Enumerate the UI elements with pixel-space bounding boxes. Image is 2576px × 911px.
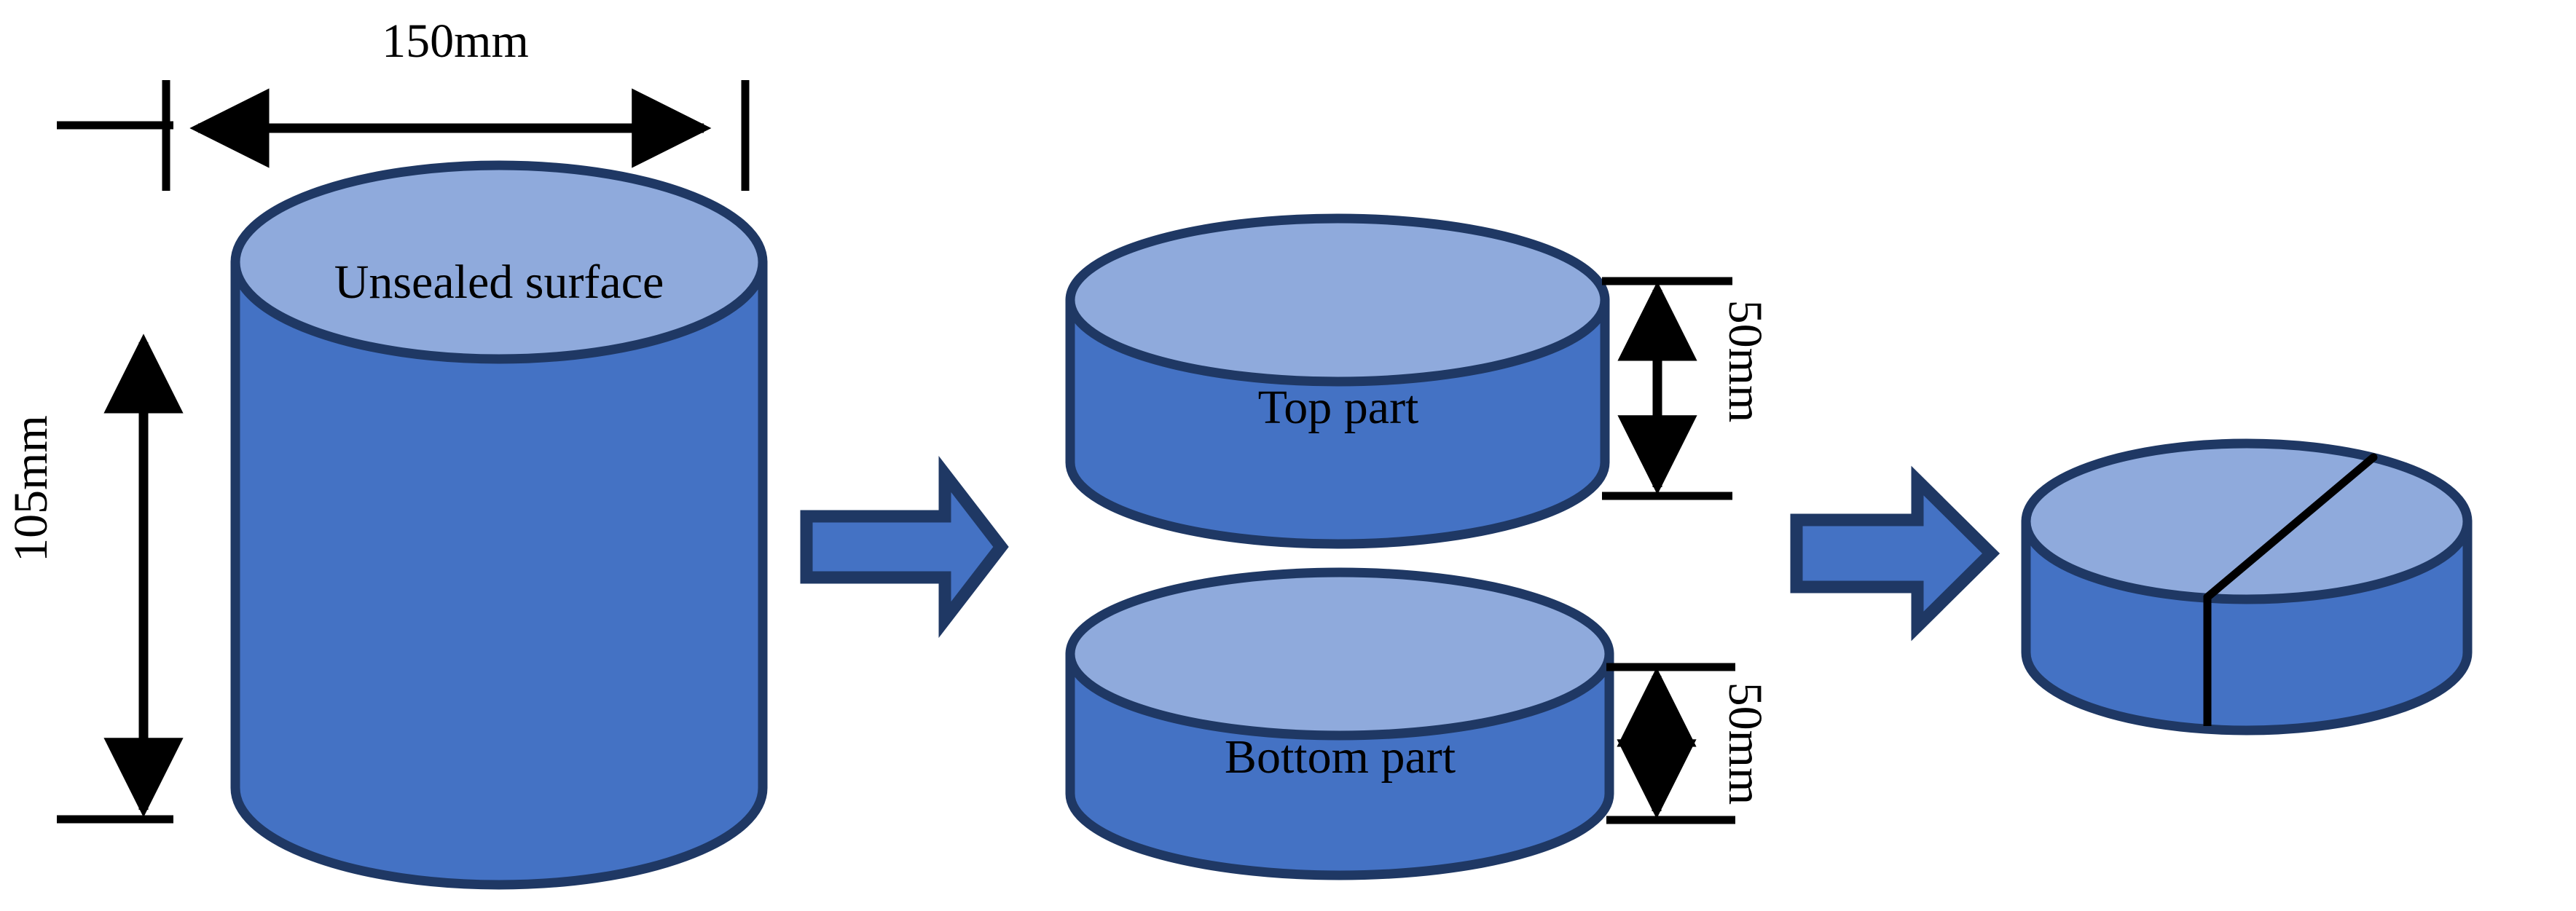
dimension-label-height: 105mm — [4, 415, 58, 562]
process-arrow-1 — [800, 456, 1009, 638]
top-part-label: Top part — [1257, 381, 1419, 434]
dimension-top-part-50mm — [1602, 277, 1732, 500]
split-disc-chord-line — [2203, 453, 2378, 602]
bottom-part-label: Bottom part — [1224, 730, 1456, 784]
split-disc-shape — [2021, 438, 2473, 735]
dimension-label-diameter: 150mm — [382, 15, 529, 68]
dimension-diameter-150mm — [162, 80, 750, 191]
dimension-height-105mm — [57, 121, 184, 824]
bottom-part-top-face — [1065, 567, 1614, 741]
bottom-part-shape — [1065, 567, 1614, 880]
dimension-bottom-part-50mm — [1606, 663, 1735, 824]
process-arrow-2 — [1790, 465, 2000, 642]
unsealed-surface-label: Unsealed surface — [334, 256, 664, 309]
dimension-label-top-part: 50mm — [1719, 299, 1772, 423]
top-part-top-face — [1065, 213, 1610, 387]
top-part-shape — [1065, 213, 1610, 549]
split-disc-top-face — [2021, 438, 2473, 604]
dimension-label-bottom-part: 50mm — [1719, 682, 1772, 805]
cylinder-body — [230, 257, 768, 890]
